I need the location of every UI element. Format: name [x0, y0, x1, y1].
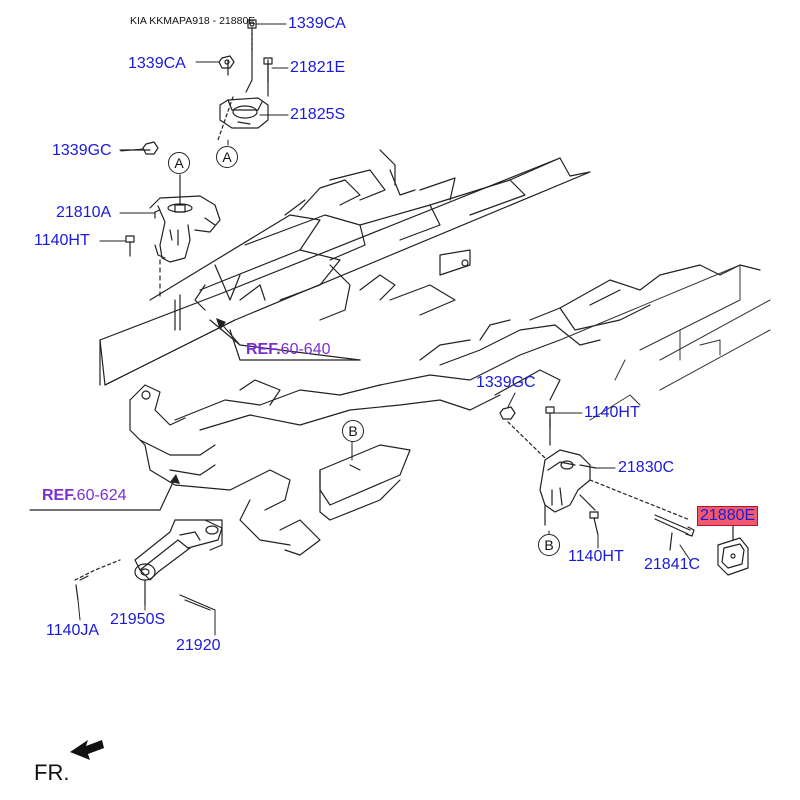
label-21830C[interactable]: 21830C: [618, 459, 675, 476]
label-21841C[interactable]: 21841C: [644, 556, 701, 573]
label-1339GC-left[interactable]: 1339GC: [52, 142, 112, 159]
ref-prefix: REF.: [246, 341, 281, 358]
engine-mount-21810A-drawing: [119, 149, 361, 361]
ref-prefix: REF.: [42, 487, 77, 504]
bolt-1140HT-lower: [589, 511, 599, 536]
label-1339CA-left[interactable]: 1339CA: [128, 55, 186, 72]
ref-label-60-624[interactable]: REF.60-624: [42, 487, 127, 505]
label-21825S[interactable]: 21825S: [290, 106, 346, 123]
plate-21880E-drawing: [717, 524, 749, 576]
label-1140HT-lower[interactable]: 1140HT: [568, 548, 624, 565]
label-1140JA[interactable]: 1140JA: [46, 622, 100, 639]
ref-arrowhead-60-640: [216, 318, 226, 330]
front-direction-label: FR.: [34, 760, 70, 785]
bolt-1140HT-upper: [545, 406, 555, 429]
bolt-21821E: [263, 57, 273, 83]
ref-code: 60-640: [280, 341, 331, 358]
label-21920[interactable]: 21920: [176, 637, 221, 654]
diagram-title: KIA KKMAPA918 - 21880E: [130, 15, 256, 27]
callout-a-upper: A: [168, 152, 190, 174]
nut-1339CA-left: [218, 55, 235, 69]
label-21950S[interactable]: 21950S: [110, 611, 166, 628]
bolt-1140HT-left: [125, 235, 135, 257]
label-1339GC-right[interactable]: 1339GC: [476, 374, 536, 391]
ref-leader-60-640: [229, 329, 361, 361]
label-1140HT-left[interactable]: 1140HT: [34, 232, 90, 249]
mount-bracket-21825S-drawing: [217, 29, 269, 141]
torque-rod-21950S-drawing: [74, 519, 223, 611]
nut-1339GC-right: [499, 406, 516, 420]
label-21810A[interactable]: 21810A: [56, 204, 112, 221]
trans-mount-21830C-drawing: [507, 417, 691, 526]
leader-lines: [77, 23, 741, 636]
side-member-frame: [99, 149, 591, 386]
label-21880E-highlighted[interactable]: 21880E: [697, 506, 759, 526]
callout-b-frame: B: [342, 420, 364, 442]
callout-a-lower: A: [216, 146, 238, 168]
label-1140HT-upper[interactable]: 1140HT: [584, 404, 640, 421]
bolt-21841C-drawing: [654, 514, 695, 551]
right-rail: [559, 264, 771, 421]
ref-arrowhead-60-624: [170, 474, 180, 484]
crossmember-frame: [129, 264, 761, 556]
label-1339CA-top[interactable]: 1339CA: [288, 15, 346, 32]
callout-b-mount: B: [538, 534, 560, 556]
nut-1339GC-left: [142, 141, 159, 155]
ref-code: 60-624: [76, 487, 127, 504]
front-direction-arrow: [70, 740, 104, 760]
ref-label-60-640[interactable]: REF.60-640: [246, 341, 331, 359]
bolt-1339CA-top: [247, 19, 257, 51]
label-21821E[interactable]: 21821E: [290, 59, 346, 76]
ref-leader-60-624: [29, 477, 176, 511]
